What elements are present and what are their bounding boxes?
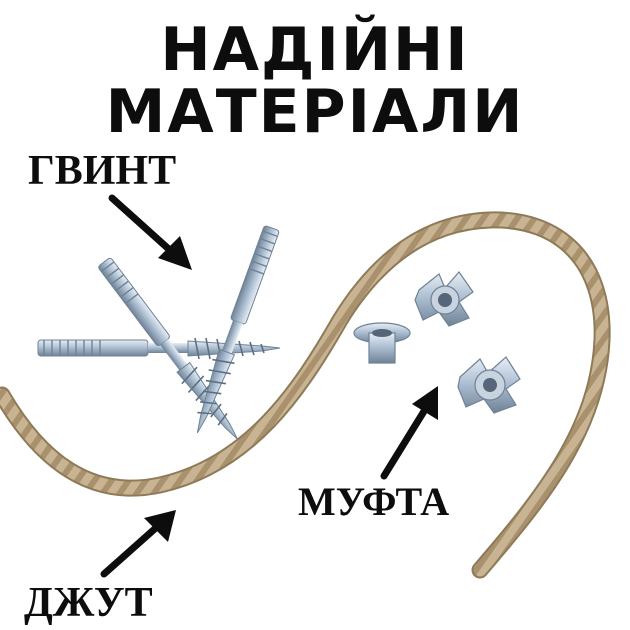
label-jute: ДЖУТ <box>24 580 153 626</box>
t-nut-icon <box>353 322 411 364</box>
t-nut-icon <box>414 271 474 327</box>
screw-icon <box>196 225 280 434</box>
label-screw: ГВИНТ <box>28 148 177 194</box>
headline-line-2: МАТЕРІАЛИ <box>105 77 525 147</box>
arrow-icon <box>380 386 438 480</box>
arrow-icon <box>100 510 176 578</box>
t-nut-icon <box>457 356 521 414</box>
screw-icon <box>98 257 239 440</box>
label-coupling: МУФТА <box>298 479 450 524</box>
rope-icon <box>0 211 611 579</box>
arrow-icon <box>108 194 192 270</box>
headline-line-1: НАДІЙНІ <box>160 15 470 85</box>
